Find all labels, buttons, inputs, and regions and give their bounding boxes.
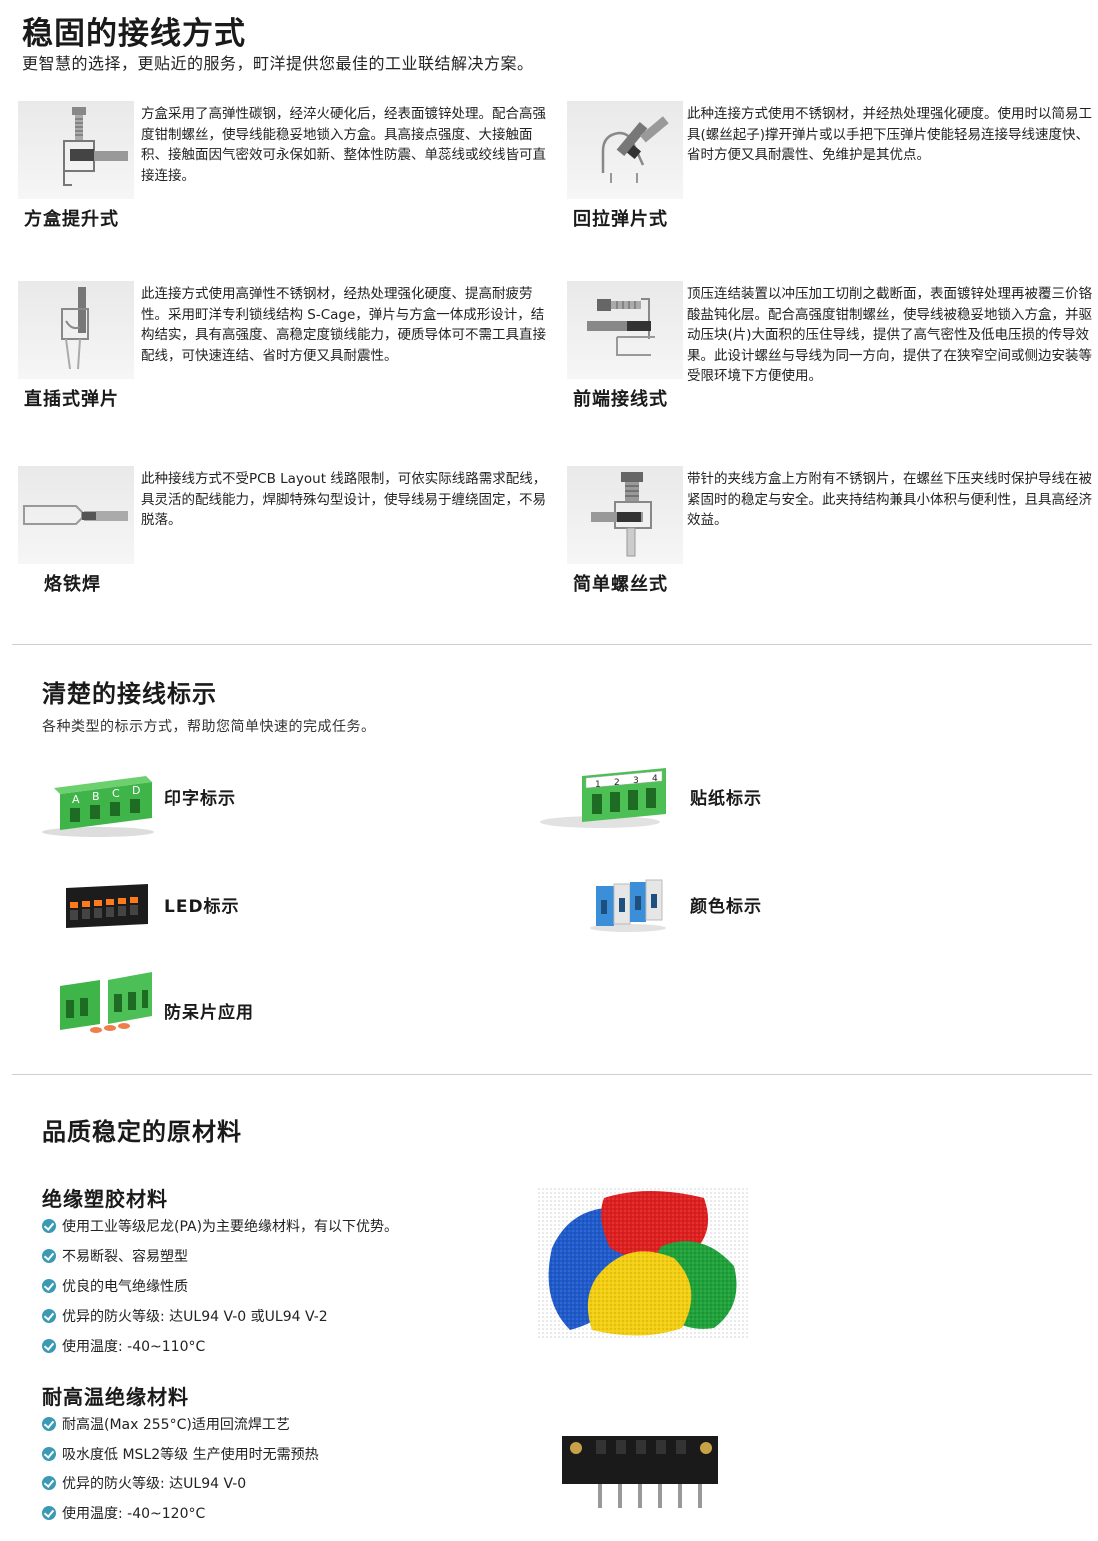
check-icon — [42, 1219, 56, 1233]
material-bullet: 使用工业等级尼龙(PA)为主要绝缘材料，有以下优势。 — [42, 1216, 398, 1236]
mark-label: LED标示 — [164, 897, 240, 917]
material-bullet: 吸水度低 MSL2等级 生产使用时无需预热 — [42, 1444, 319, 1464]
printed-marking-image: A B C D — [40, 770, 156, 838]
section-title-marking: 清楚的接线标示 — [42, 680, 217, 708]
front-wiring-icon — [567, 281, 683, 379]
method-desc: 此种接线方式不受PCB Layout 线路限制，可依实际线路需求配线，具灵活的配… — [141, 471, 547, 528]
material-bullet: 优良的电气绝缘性质 — [42, 1276, 188, 1296]
header-connector-image — [556, 1426, 724, 1522]
plastic-granules-image — [538, 1188, 748, 1338]
box-clamp-icon — [18, 101, 134, 199]
push-in-spring-icon — [18, 281, 134, 379]
print-letter-b: B — [92, 790, 100, 803]
divider — [12, 644, 1092, 645]
solder-icon — [18, 466, 134, 564]
polarization-key-image — [56, 970, 156, 1036]
check-icon — [42, 1309, 56, 1323]
material-bullet: 不易断裂、容易塑型 — [42, 1246, 188, 1266]
check-icon — [42, 1279, 56, 1293]
material-bullet: 使用温度: -40~120°C — [42, 1503, 205, 1523]
print-letter-c: C — [112, 787, 120, 800]
mark-label: 颜色标示 — [690, 897, 762, 917]
check-icon — [42, 1447, 56, 1461]
method-name: 烙铁焊 — [44, 574, 101, 595]
method-desc: 方盒采用了高弹性碳钢，经淬火硬化后，经表面镀锌处理。配合高强度钳制螺丝，使导线能… — [141, 106, 546, 184]
mark-label: 印字标示 — [164, 789, 236, 809]
mark-label: 防呆片应用 — [164, 1003, 254, 1023]
print-letter-a: A — [72, 793, 80, 806]
section-title-materials: 品质稳定的原材料 — [42, 1118, 242, 1146]
sticker-number-1: 1 — [595, 780, 601, 790]
check-icon — [42, 1506, 56, 1520]
material-bullet: 使用温度: -40~110°C — [42, 1336, 205, 1356]
simple-screw-icon — [567, 466, 683, 564]
method-desc: 此种连接方式使用不锈钢材，并经热处理强化硬度。使用时以简易工具(螺丝起子)撑开弹… — [687, 106, 1092, 163]
method-name: 简单螺丝式 — [573, 574, 668, 595]
led-marking-image — [62, 878, 152, 934]
method-desc: 带针的夹线方盒上方附有不锈钢片，在螺丝下压夹线时保护导线在被紧固时的稳定与安全。… — [687, 471, 1092, 528]
print-letter-d: D — [132, 784, 140, 797]
material-group-title: 耐高温绝缘材料 — [42, 1385, 189, 1409]
method-desc: 此连接方式使用高弹性不锈钢材，经热处理强化硬度、提高耐疲劳性。采用町洋专利锁线结… — [141, 286, 546, 364]
color-marking-image — [588, 876, 672, 932]
sticker-number-3: 3 — [633, 776, 639, 786]
check-icon — [42, 1417, 56, 1431]
check-icon — [42, 1339, 56, 1353]
method-desc: 顶压连结装置以冲压加工切削之截断面，表面镀锌处理再被覆三价铬酸盐钝化层。配合高强… — [687, 286, 1092, 384]
method-name: 回拉弹片式 — [573, 209, 668, 230]
material-bullet: 优异的防火等级: 达UL94 V-0 — [42, 1473, 246, 1493]
material-bullet: 优异的防火等级: 达UL94 V-0 或UL94 V-2 — [42, 1306, 328, 1326]
sticker-number-4: 4 — [652, 774, 658, 784]
pull-back-spring-icon — [567, 101, 683, 199]
method-name: 直插式弹片 — [24, 389, 119, 410]
section-title-wiring: 稳固的接线方式 — [22, 16, 246, 52]
sticker-marking-image: 1 2 3 4 — [540, 764, 676, 832]
material-group-title: 绝缘塑胶材料 — [42, 1187, 168, 1211]
mark-label: 贴纸标示 — [690, 789, 762, 809]
section-subtitle-wiring: 更智慧的选择，更贴近的服务，町洋提供您最佳的工业联结解决方案。 — [22, 54, 534, 73]
method-name: 方盒提升式 — [24, 209, 119, 230]
method-name: 前端接线式 — [573, 389, 668, 410]
divider — [12, 1074, 1092, 1075]
check-icon — [42, 1476, 56, 1490]
check-icon — [42, 1249, 56, 1263]
section-subtitle-marking: 各种类型的标示方式，帮助您简单快速的完成任务。 — [42, 719, 376, 735]
material-bullet: 耐高温(Max 255°C)适用回流焊工艺 — [42, 1414, 290, 1434]
sticker-number-2: 2 — [614, 778, 620, 788]
